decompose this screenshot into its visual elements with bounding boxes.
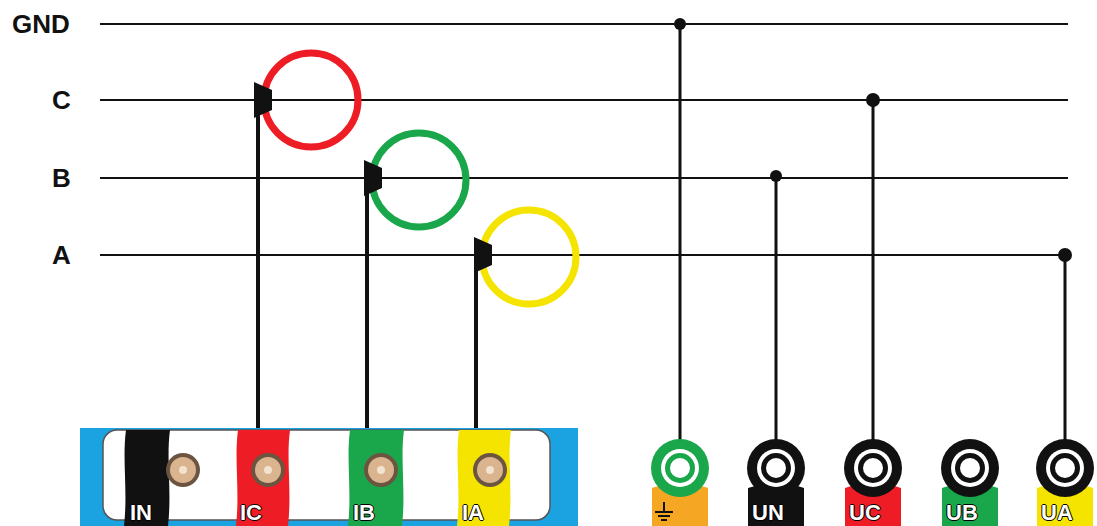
terminal-name: IA bbox=[462, 502, 484, 524]
terminal-name: UB bbox=[946, 502, 978, 524]
terminal-name: UA bbox=[1041, 502, 1073, 524]
clamp-leads bbox=[258, 100, 476, 432]
terminal-label: IN bbox=[130, 502, 152, 524]
clamp-jaws bbox=[254, 82, 492, 273]
terminal-label: UC bbox=[849, 502, 881, 524]
ground-symbol bbox=[655, 502, 673, 520]
current-connector-block bbox=[80, 428, 578, 526]
screw-terminals bbox=[166, 453, 507, 487]
terminal-label: UN bbox=[752, 502, 784, 524]
terminal-label: UB bbox=[946, 502, 978, 524]
terminal-name: UN bbox=[752, 502, 784, 524]
terminal-label: IB bbox=[353, 502, 375, 524]
voltage-leads bbox=[680, 24, 1065, 444]
terminal-name: IN bbox=[130, 502, 152, 524]
terminal-name: UC bbox=[849, 502, 881, 524]
terminal-name: IB bbox=[353, 502, 375, 524]
bus-lines bbox=[100, 24, 1068, 255]
line-label: GND bbox=[12, 11, 70, 37]
current-clamps bbox=[264, 53, 576, 304]
terminal-name: IC bbox=[240, 502, 262, 524]
voltage-sockets bbox=[651, 439, 1094, 526]
junction-dots bbox=[674, 18, 1072, 262]
terminal-label: IA bbox=[462, 502, 484, 524]
terminal-label: IC bbox=[240, 502, 262, 524]
line-label: B bbox=[52, 165, 71, 191]
terminal-label: UA bbox=[1041, 502, 1073, 524]
line-label: A bbox=[52, 242, 71, 268]
line-label: C bbox=[52, 87, 71, 113]
